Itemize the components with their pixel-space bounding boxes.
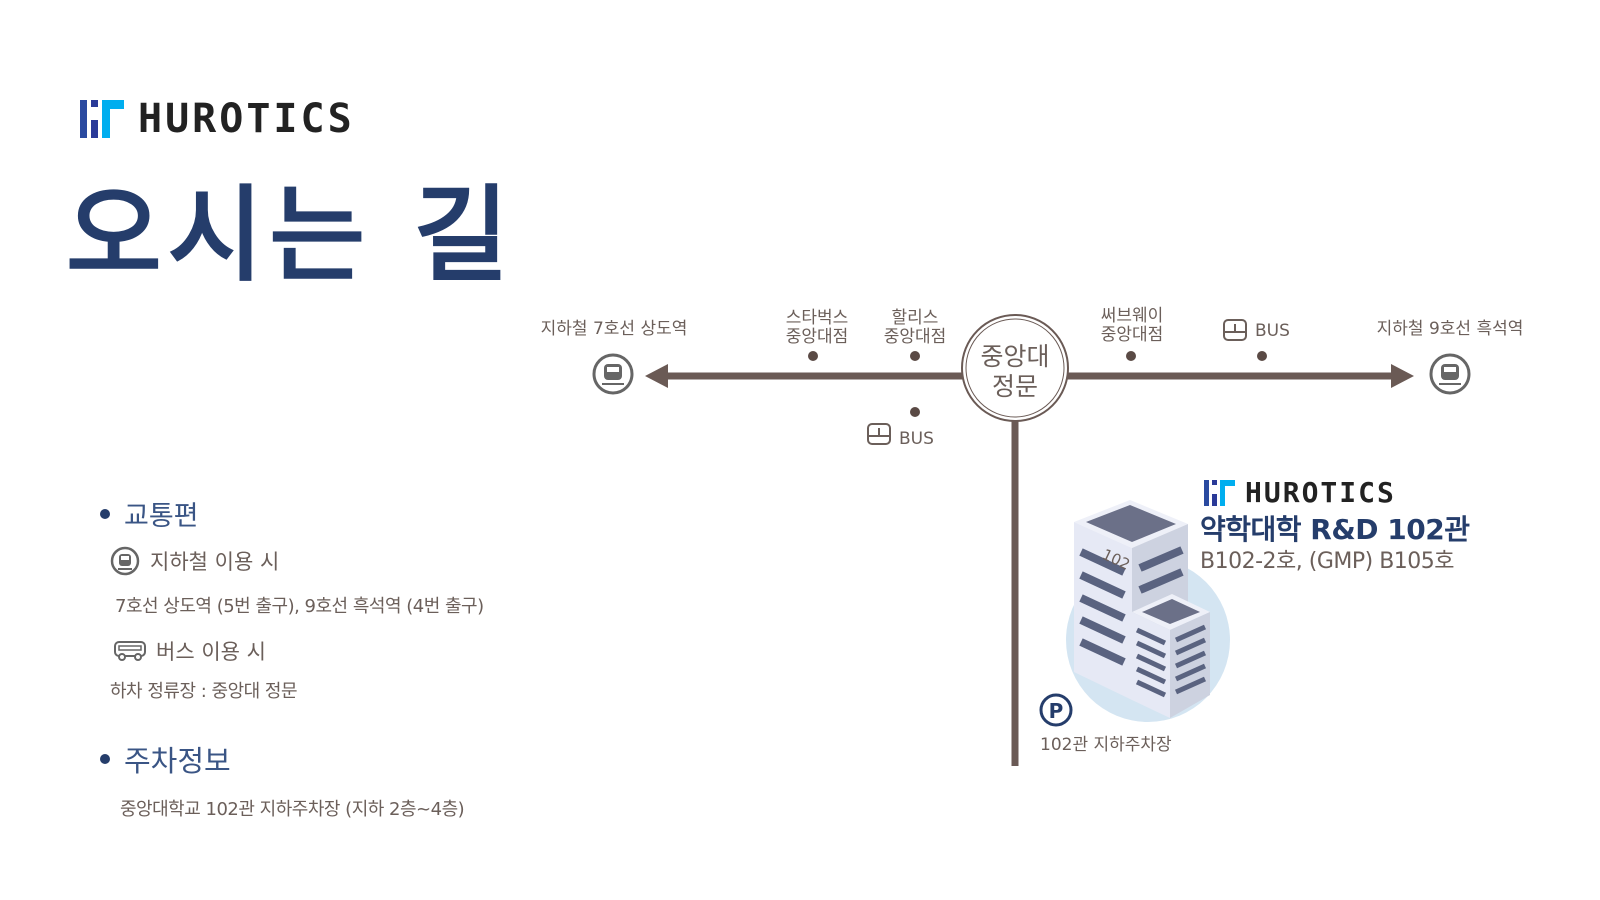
landmark-dot — [910, 351, 920, 361]
building-illustration: 102 — [1066, 500, 1230, 722]
route-lines — [645, 364, 1414, 766]
building-name: 약학대학 R&D 102관 — [1200, 513, 1470, 546]
subway-label: 지하철 이용 시 — [150, 550, 280, 574]
bus-icon — [1223, 319, 1247, 341]
transit-heading-text: 교통편 — [124, 501, 199, 532]
center-label-2: 정문 — [992, 372, 1038, 401]
landmark-starbucks: 스타벅스 중앙대점 — [786, 308, 849, 361]
right-station: 지하철 9호선 흑석역 — [1377, 319, 1524, 395]
bullet-icon — [100, 508, 110, 519]
subway-icon — [110, 546, 140, 576]
parking-heading: 주차정보 — [100, 738, 231, 780]
right-station-label: 지하철 9호선 흑석역 — [1377, 319, 1524, 339]
bus-stop-south: BUS — [867, 407, 934, 449]
parking-symbol: P — [1049, 699, 1064, 723]
landmark-label: 중앙대점 — [786, 327, 849, 347]
left-station: 지하철 7호선 상도역 — [541, 319, 688, 395]
bus-icon — [114, 641, 146, 661]
subway-detail: 7호선 상도역 (5번 출구), 9호선 흑석역 (4번 출구) — [115, 596, 484, 617]
bullet-icon — [100, 754, 110, 764]
bus-stop-label: BUS — [1255, 321, 1290, 341]
subway-icon — [592, 353, 634, 395]
bus-stop-label: BUS — [899, 429, 934, 449]
building-brand-logo: HUROTICS — [1204, 476, 1396, 509]
bus-stop-dot — [910, 407, 920, 417]
center-label-1: 중앙대 — [980, 342, 1049, 371]
building-rooms: B102-2호, (GMP) B105호 — [1200, 549, 1455, 574]
landmark-hollys: 할리스 중앙대점 — [884, 308, 947, 361]
brand-logo: HUROTICS — [80, 96, 355, 142]
transit-heading: 교통편 — [100, 494, 199, 533]
center-gate-marker: 중앙대 정문 — [961, 314, 1069, 422]
landmark-label: 할리스 — [892, 308, 939, 328]
landmark-dot — [808, 351, 818, 361]
page-title: 오시는 길 — [66, 174, 515, 296]
arrow-left-icon — [645, 364, 668, 388]
landmark-label: 스타벅스 — [786, 308, 849, 328]
logo-mark-icon — [80, 100, 124, 138]
subway-subheading: 지하철 이용 시 — [110, 546, 279, 576]
parking-heading-text: 주차정보 — [124, 744, 231, 778]
bus-detail: 하차 정류장 : 중앙대 정문 — [110, 681, 298, 702]
brand-name: HUROTICS — [138, 96, 355, 142]
bus-stop-east: BUS — [1223, 319, 1290, 361]
parking-icon — [1039, 693, 1073, 727]
parking-detail: 중앙대학교 102관 지하주차장 (지하 2층~4층) — [120, 799, 465, 820]
bus-subheading: 버스 이용 시 — [114, 636, 266, 666]
landmark-dot — [1126, 351, 1136, 361]
subway-icon — [1429, 353, 1471, 395]
building-brand-name: HUROTICS — [1245, 476, 1396, 509]
bus-stop-dot — [1257, 351, 1267, 361]
landmark-label: 중앙대점 — [1101, 325, 1164, 345]
left-station-label: 지하철 7호선 상도역 — [541, 319, 688, 339]
logo-mark-icon — [1204, 479, 1235, 506]
parking-label: 102관 지하주차장 — [1040, 735, 1172, 755]
landmark-label: 중앙대점 — [884, 327, 947, 347]
arrow-right-icon — [1391, 364, 1414, 388]
parking-marker: P 102관 지하주차장 — [1039, 693, 1172, 755]
landmark-subway-restaurant: 써브웨이 중앙대점 — [1101, 306, 1164, 361]
landmark-label: 써브웨이 — [1101, 306, 1164, 326]
bus-label: 버스 이용 시 — [156, 640, 266, 664]
bus-icon — [867, 423, 891, 445]
